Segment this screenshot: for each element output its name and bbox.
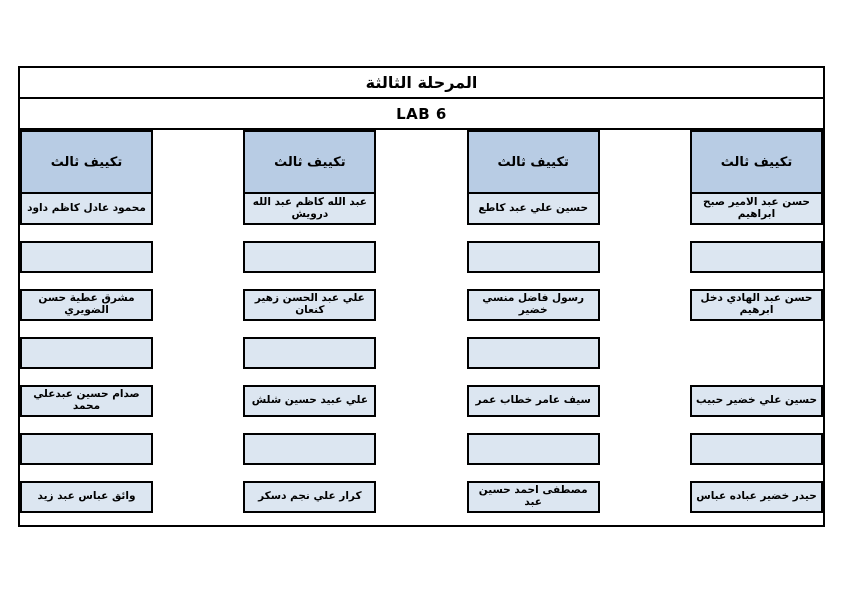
student-name-cell: حسين علي عبد كاطع: [466, 192, 600, 225]
stage-title: المرحلة الثالثة: [20, 68, 823, 99]
empty-cell: [20, 337, 154, 369]
student-name-cell: علي عبد الحسن زهير كنعان: [243, 289, 377, 321]
student-name-cell: صدام حسين عبدعلي محمد: [20, 385, 154, 417]
section-header: تكييف ثالث: [690, 130, 823, 194]
section-header: تكييف ثالث: [466, 130, 600, 194]
student-name-cell: وائق عباس عبد زيد: [20, 481, 154, 513]
empty-cell: [243, 337, 377, 369]
empty-cell: [466, 433, 600, 465]
student-name-cell: كرار علي نجم دسكر: [243, 481, 377, 513]
empty-cell: [243, 241, 377, 273]
student-name-cell: حسن عبد الامير صبح ابراهيم: [690, 192, 823, 225]
empty-cell: [466, 337, 600, 369]
empty-cell: [466, 241, 600, 273]
student-name-cell: حسن عبد الهادي دخل ابرهيم: [690, 289, 823, 321]
student-name-cell: علي عبيد حسين شلش: [243, 385, 377, 417]
section-header: تكييف ثالث: [20, 130, 154, 194]
lab-title: LAB 6: [20, 99, 823, 130]
student-name-cell: محمود عادل كاظم داود: [20, 192, 154, 225]
student-name-cell: رسول فاضل منسي خضير: [466, 289, 600, 321]
empty-cell: [20, 433, 154, 465]
empty-cell: [20, 241, 154, 273]
student-name-cell: مصطفى احمد حسين عبد: [466, 481, 600, 513]
student-name-cell: عبد الله كاظم عبد الله درويش: [243, 192, 377, 225]
student-name-cell: حيدر خضير عباده عباس: [690, 481, 823, 513]
empty-cell: [690, 433, 823, 465]
section-header: تكييف ثالث: [243, 130, 377, 194]
empty-cell: [243, 433, 377, 465]
student-name-cell: مشرق عطية حسن الضويري: [20, 289, 154, 321]
empty-cell: [690, 241, 823, 273]
student-name-cell: سيف عامر خطاب عمر: [466, 385, 600, 417]
student-name-cell: حسين علي خضير حبيب: [690, 385, 823, 417]
